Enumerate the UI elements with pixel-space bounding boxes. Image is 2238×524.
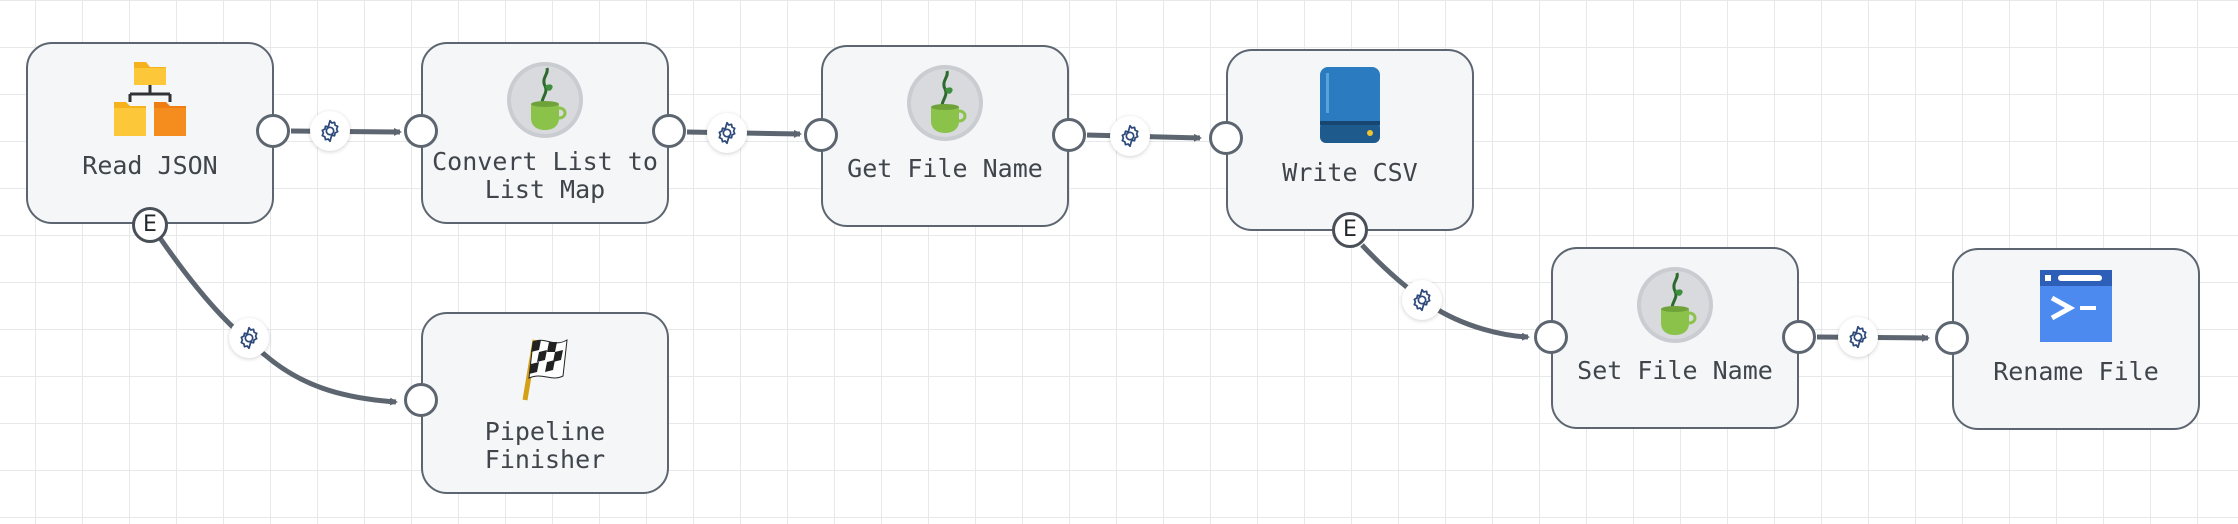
terminal-icon [2040,270,2112,342]
java-sprout-icon [507,62,583,138]
node-label: Write CSV [1282,158,1418,187]
output-port[interactable] [256,114,290,148]
node-label: Convert List to List Map [432,147,658,204]
edge-settings-button[interactable] [707,113,747,153]
edge-read-json-error-to-pipeline-finisher[interactable] [157,236,398,406]
java-sprout-icon [907,65,983,141]
node-write-csv[interactable]: Write CSV [1226,49,1474,231]
edge-settings-button[interactable] [1110,116,1150,156]
error-port[interactable]: E [132,207,168,243]
gear-icon [1121,124,1139,148]
node-label: Set File Name [1577,356,1773,385]
edge-settings-button[interactable] [1838,317,1878,357]
gear-icon [240,326,258,350]
node-rename-file[interactable]: Rename File [1952,248,2200,430]
node-get-file-name[interactable]: Get File Name [821,45,1069,227]
output-port[interactable] [652,114,686,148]
edge-write-csv-error-to-set-file-name[interactable] [1360,243,1530,341]
edge-settings-button[interactable] [310,111,350,151]
input-port[interactable] [404,383,438,417]
node-pipeline-finisher[interactable]: Pipeline Finisher [421,312,669,494]
node-label: Rename File [1993,357,2159,386]
folder-hierarchy-icon [114,62,186,136]
node-read-json[interactable]: Read JSON [26,42,274,224]
storage-drive-icon [1320,67,1380,143]
java-sprout-icon [1637,267,1713,343]
gear-icon [1413,288,1431,312]
input-port[interactable] [804,118,838,152]
node-set-file-name[interactable]: Set File Name [1551,247,1799,429]
input-port[interactable] [1935,321,1969,355]
edge-settings-button[interactable] [1402,280,1442,320]
output-port[interactable] [1052,118,1086,152]
error-port[interactable]: E [1332,212,1368,248]
edge-settings-button[interactable] [229,318,269,358]
checkered-flag-icon [522,339,568,401]
gear-icon [321,119,339,143]
input-port[interactable] [404,114,438,148]
input-port[interactable] [1534,320,1568,354]
output-port[interactable] [1782,320,1816,354]
gear-icon [1849,325,1867,349]
node-convert-list-to-list-map[interactable]: Convert List to List Map [421,42,669,224]
input-port[interactable] [1209,121,1243,155]
node-label: Read JSON [82,151,218,180]
node-label: Pipeline Finisher [484,417,606,474]
gear-icon [718,121,736,145]
node-label: Get File Name [847,154,1043,183]
